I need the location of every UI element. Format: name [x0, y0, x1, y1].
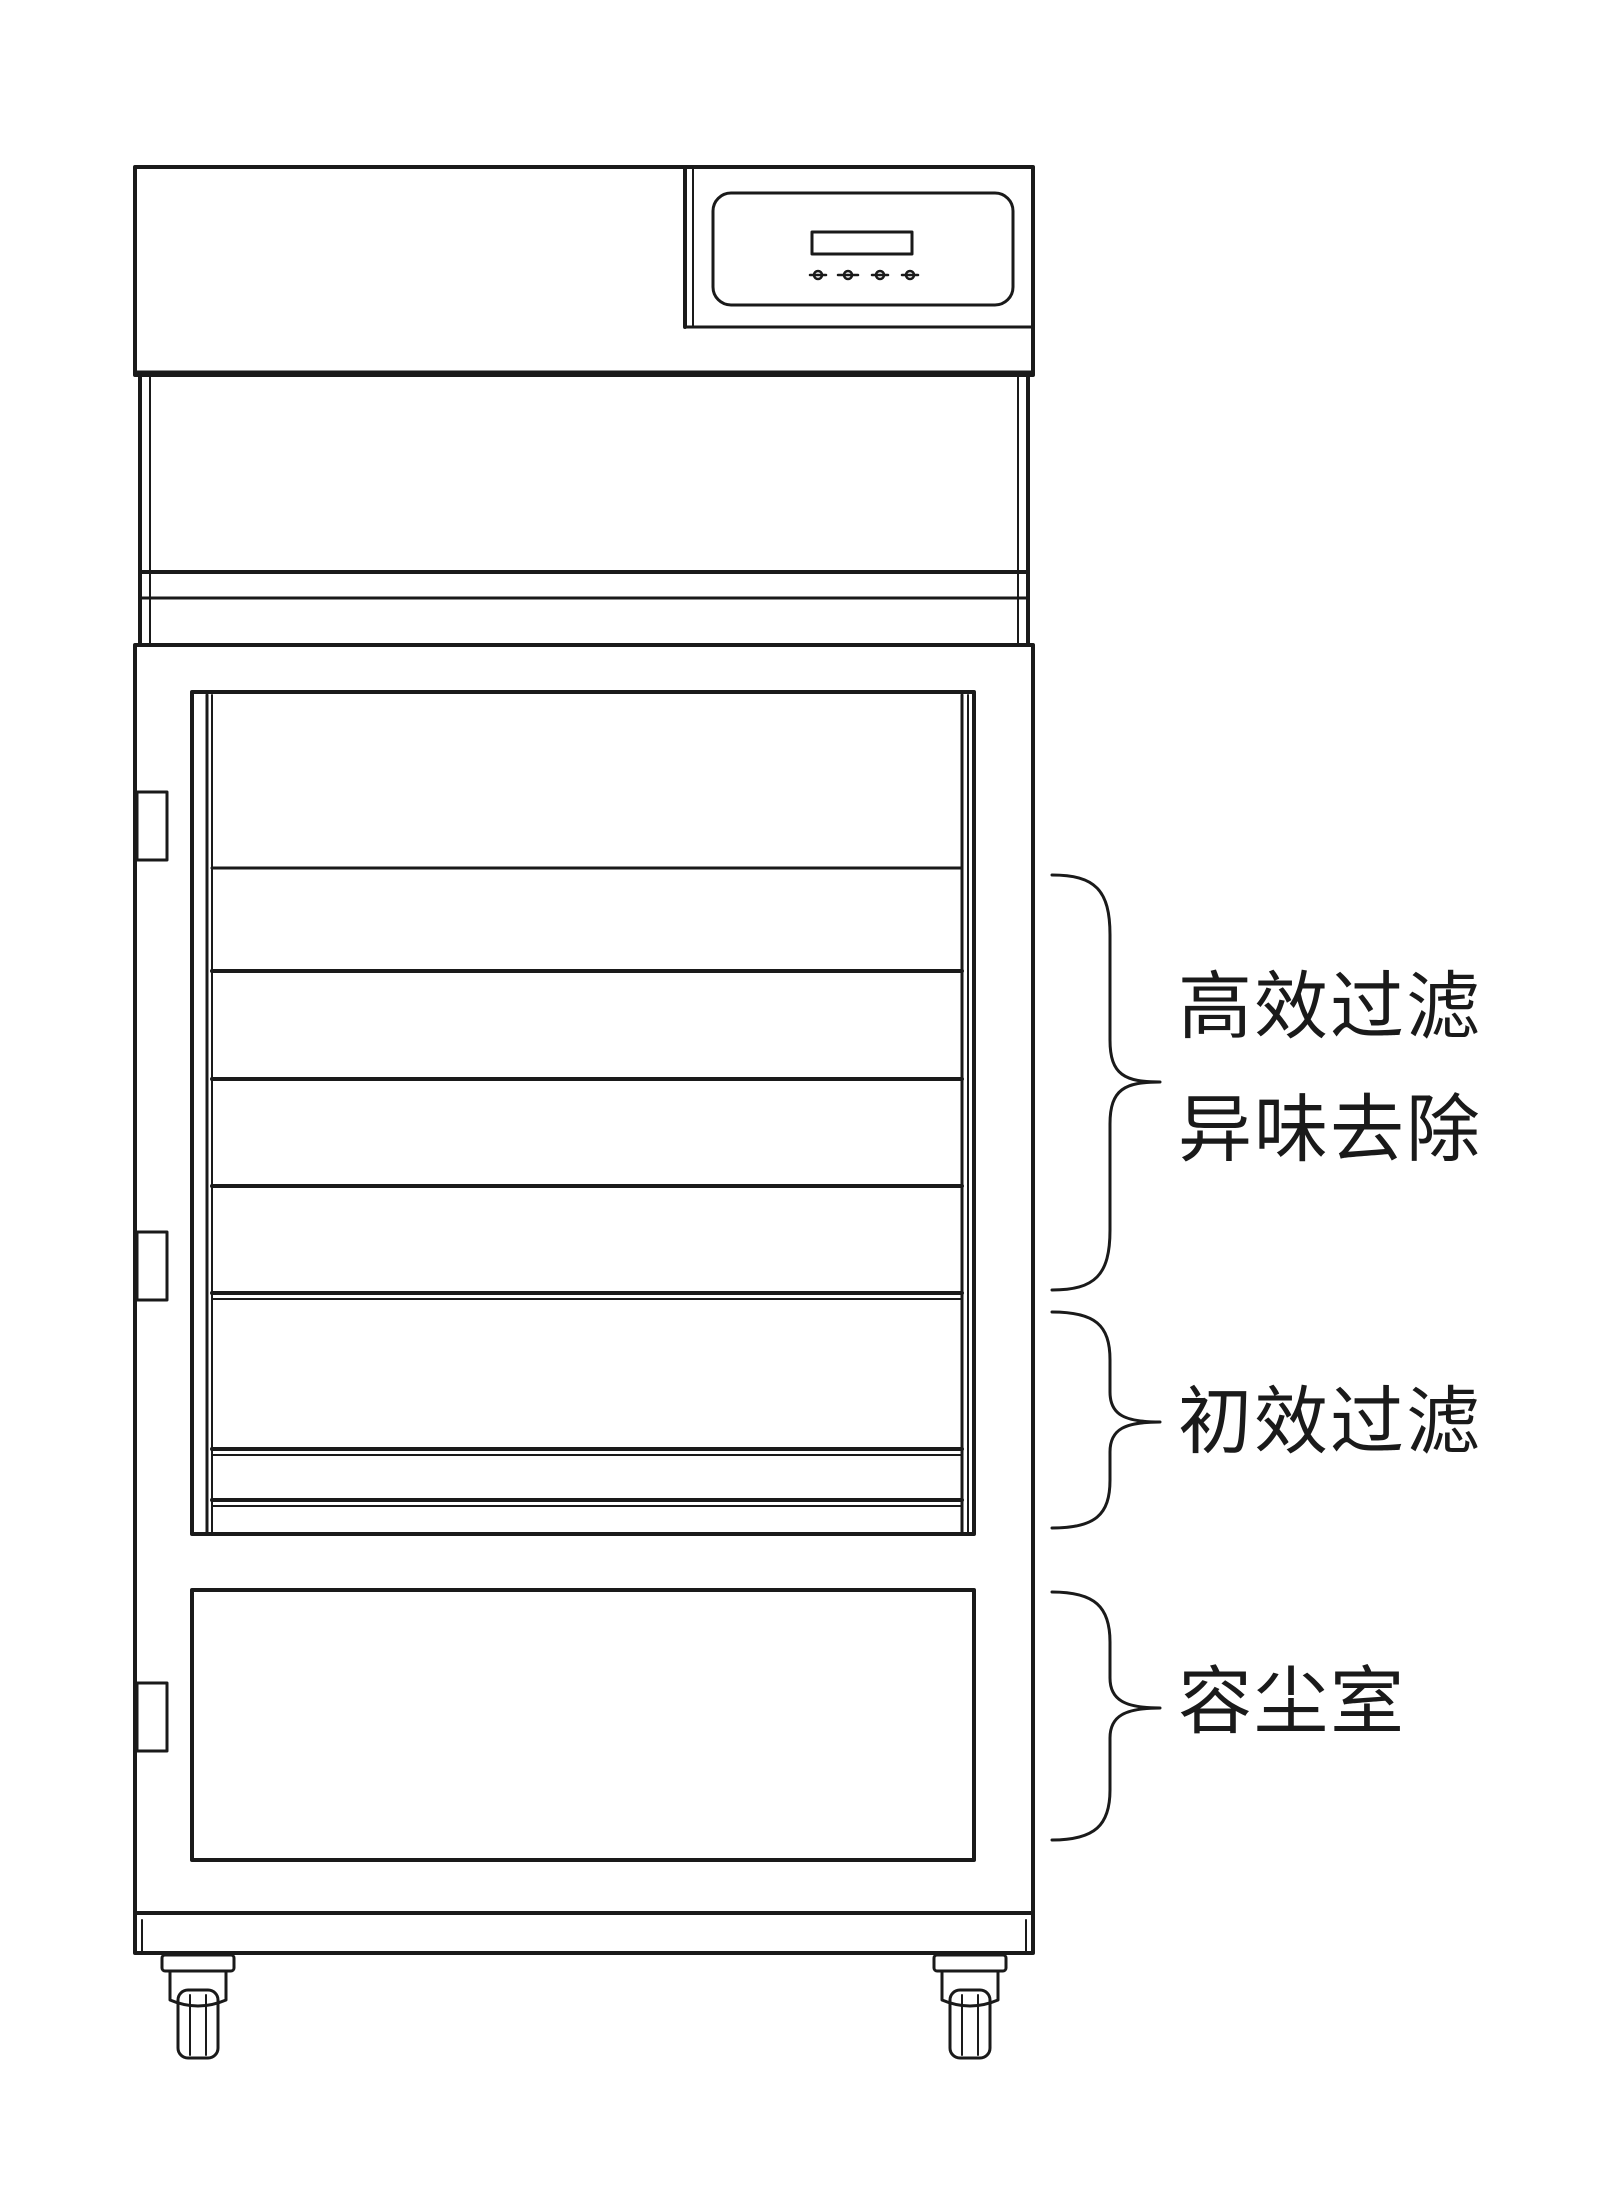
label-odor-removal: 异味去除 [1178, 1087, 1482, 1173]
cabinet-body [133, 643, 1035, 1955]
brace-dust-chamber [1050, 1590, 1162, 1842]
control-panel[interactable] [711, 191, 1015, 307]
top-unit [133, 165, 1035, 377]
hinge-top [135, 790, 169, 862]
caster-left [160, 1953, 236, 2060]
upper-body [138, 373, 1030, 647]
caster-right [932, 1953, 1008, 2060]
control-buttons[interactable] [808, 269, 920, 281]
dust-chamber-window [190, 1588, 976, 1862]
door-hinges [135, 790, 169, 1753]
display-screen [810, 230, 914, 256]
label-dust-chamber: 容尘室 [1178, 1659, 1406, 1745]
hinge-middle [135, 1230, 169, 1302]
filter-window [190, 690, 976, 1536]
brace-hepa-filter [1050, 873, 1162, 1292]
label-primary-filter: 初效过滤 [1178, 1379, 1482, 1465]
brace-primary-filter [1050, 1310, 1162, 1530]
hinge-bottom [135, 1681, 169, 1753]
label-hepa-filter: 高效过滤 [1178, 964, 1482, 1050]
filter-shelves [210, 866, 964, 1507]
